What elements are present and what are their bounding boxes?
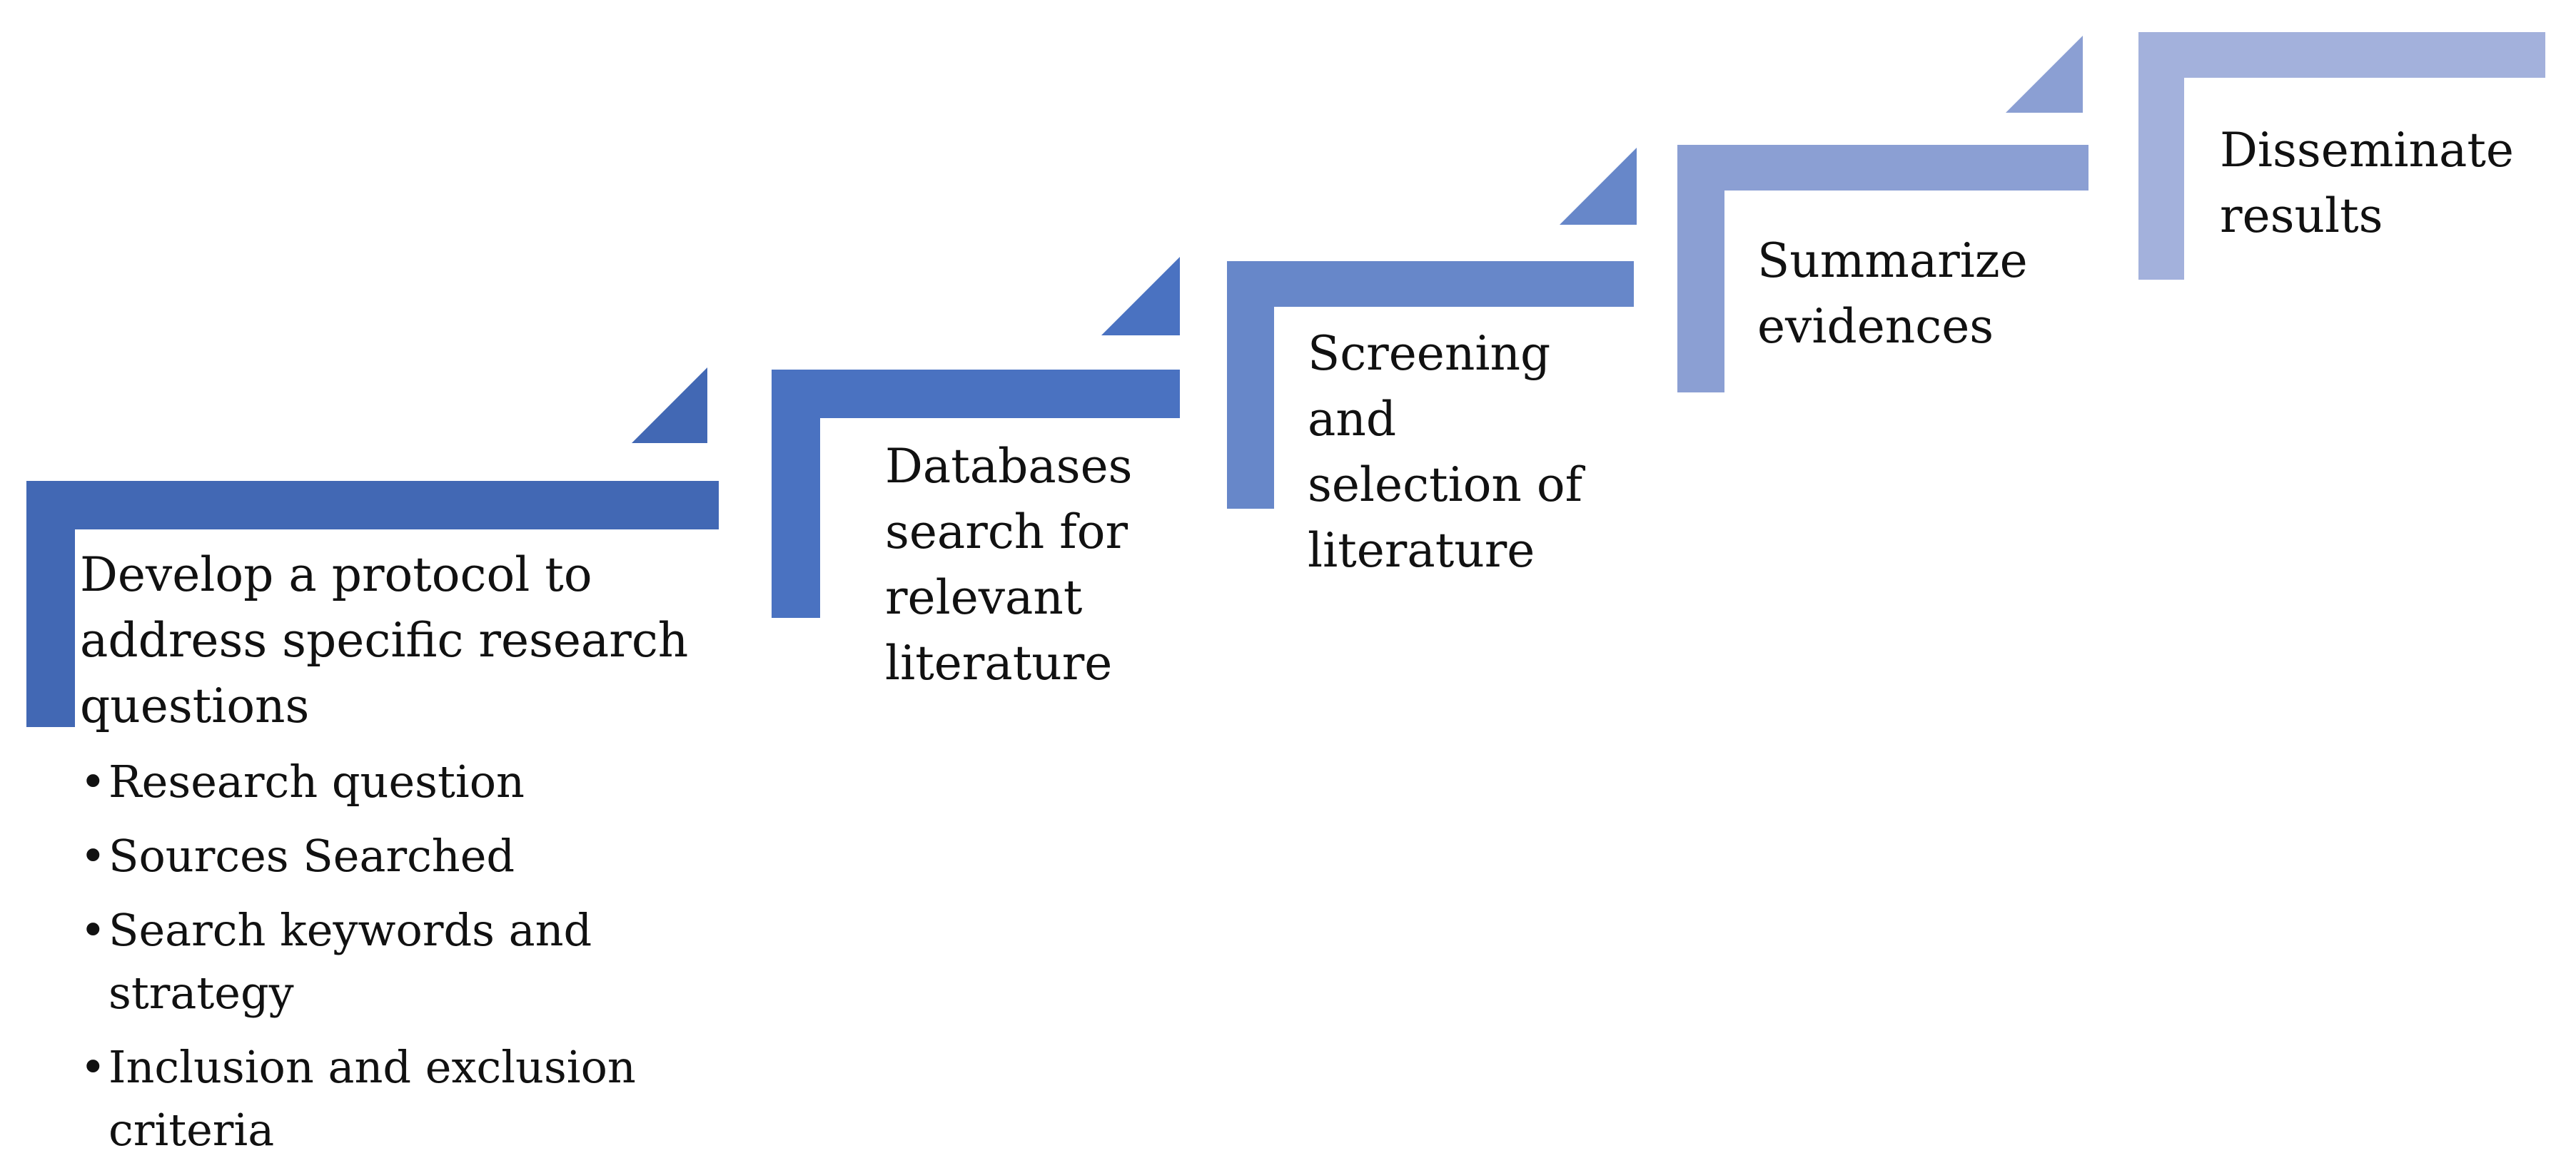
bullet-sources-searched: Sources Searched [80, 825, 694, 888]
step-1-top-bar [26, 481, 719, 529]
step-5-label: Disseminate results [2220, 123, 2514, 243]
step-4-top-bar [1677, 145, 2088, 191]
step-2-label: Databases search for relevant literature [885, 439, 1133, 691]
step-3-label: Screening and selection of literature [1308, 326, 1583, 578]
step-1-corner-triangle [632, 367, 707, 443]
step-4-side-bar [1677, 145, 1724, 392]
step-5-side-bar [2138, 32, 2184, 280]
step-1-side-bar [26, 481, 75, 727]
step-3-corner-triangle [1560, 148, 1637, 225]
step-3-side-bar [1227, 261, 1274, 509]
bullet-inclusion-exclusion: Inclusion and exclusion criteria [80, 1036, 694, 1162]
step-1-label: Develop a protocol to address specific r… [80, 547, 689, 733]
step-2-top-bar [772, 370, 1180, 418]
step-2-side-bar [772, 370, 820, 618]
step-1-bullet-list: Research question Sources Searched Searc… [80, 751, 694, 1173]
bullet-research-question: Research question [80, 751, 694, 813]
step-2-corner-triangle [1101, 257, 1180, 335]
bullet-search-keywords: Search keywords and strategy [80, 899, 694, 1025]
step-5-top-bar [2138, 32, 2545, 78]
step-4-label: Summarize evidences [1757, 233, 2028, 354]
step-4-corner-triangle [2006, 36, 2083, 113]
step-3-top-bar [1227, 261, 1634, 307]
